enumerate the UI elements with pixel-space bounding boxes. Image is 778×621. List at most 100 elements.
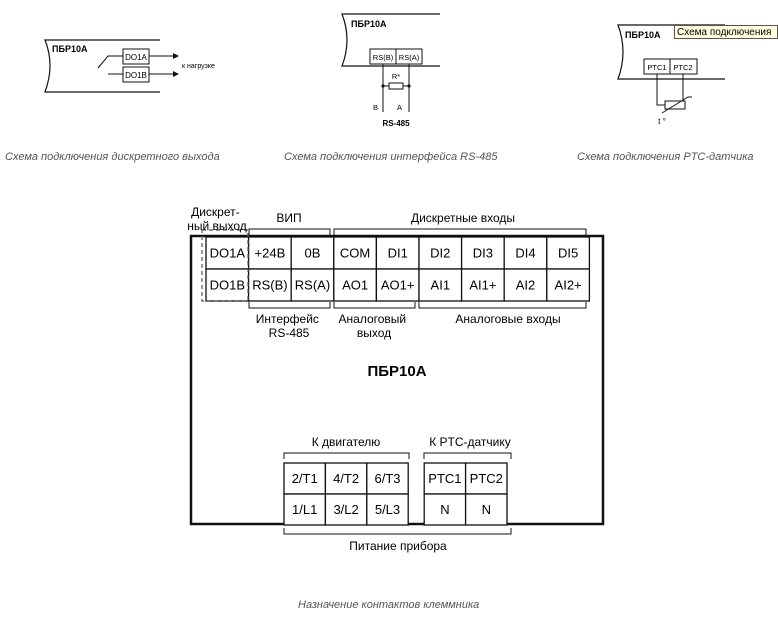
group-ptc-label: К PTC-датчику <box>429 435 511 449</box>
terminal-label-n: N <box>482 502 491 517</box>
terminal-cell <box>464 493 508 526</box>
bracket-motor <box>283 452 410 459</box>
terminal-cell <box>418 268 463 302</box>
terminal-label-ai1: AI1 <box>431 278 451 293</box>
terminal-label-rs-a: RS(A) <box>295 278 330 293</box>
terminal-cell <box>546 268 591 302</box>
terminal-label-0в: 0В <box>305 246 321 261</box>
device-name-label: ПБР10А <box>625 30 661 40</box>
terminal-cell <box>460 236 505 270</box>
sensor-label: t ° <box>658 117 666 126</box>
terminal-ptc2-label: PTC2 <box>673 63 692 72</box>
terminal-cell <box>375 236 420 270</box>
caption-terminal-assignment: Назначение контактов клеммника <box>298 599 480 611</box>
terminal-cell <box>460 268 505 302</box>
terminal-label-ptc1: PTC1 <box>428 471 461 486</box>
bottom-terminal-block: 2/T1 4/T2 6/T3 PTC1 PTC2 1/L1 3/L2 5/L3 N N <box>283 462 508 526</box>
ptc-diagram: ПБР10А PTC1 PTC2 t ° <box>617 24 725 126</box>
terminal-cell <box>366 462 409 495</box>
terminal-cell <box>290 236 335 270</box>
terminal-do1b-label: DO1B <box>125 71 147 80</box>
terminal-label-2-t1: 2/T1 <box>292 471 318 486</box>
group-analog-inputs-label: Аналоговые входы <box>455 312 560 326</box>
terminal-cell <box>423 493 467 526</box>
terminal-label-ao1: AO1+ <box>381 278 415 293</box>
line-a-label: A <box>397 103 402 112</box>
terminal-label-di3: DI3 <box>473 246 493 261</box>
terminal-label-di5: DI5 <box>558 246 578 261</box>
terminal-rsa-label: RS(A) <box>399 53 420 62</box>
terminal-label-di4: DI4 <box>515 246 535 261</box>
bracket-supply <box>283 528 512 535</box>
node-b <box>381 84 385 88</box>
terminal-label-ao1: AO1 <box>342 278 368 293</box>
rs485-diagram: ПБР10А RS(B) RS(A) R* B A RS-485 <box>341 13 440 128</box>
caption-ptc: Схема подключения PTC-датчика <box>577 151 754 163</box>
group-discrete-inputs-label: Дискретные входы <box>411 211 515 225</box>
terminal-cell <box>283 493 327 526</box>
device-body-outline <box>44 39 160 93</box>
terminal-cell <box>546 236 591 270</box>
device-name-center-label: ПБР10А <box>367 363 426 380</box>
terminal-label-com: COM <box>340 246 370 261</box>
device-name-label: ПБР10А <box>52 44 88 54</box>
terminal-ptc1-label: PTC1 <box>647 63 666 72</box>
terminal-cell <box>205 236 250 270</box>
line-b-label: B <box>373 103 378 112</box>
termination-resistor <box>388 82 404 90</box>
terminal-label-1-l1: 1/L1 <box>292 502 317 517</box>
bracket-ptc <box>423 452 512 459</box>
terminal-label-rs-b: RS(B) <box>252 278 287 293</box>
discrete-output-diagram: ПБР10А DO1A DO1B к нагрузке <box>44 39 215 93</box>
bracket-analog-inputs <box>418 302 587 309</box>
terminal-label-di2: DI2 <box>430 246 450 261</box>
terminal-rsb-label: RS(B) <box>373 53 394 62</box>
bracket-rs485 <box>248 302 331 309</box>
terminal-label-4-t2: 4/T2 <box>333 471 359 486</box>
terminal-label-3-l2: 3/L2 <box>333 502 358 517</box>
group-power-label: ВИП <box>276 211 301 225</box>
node-a <box>407 84 411 88</box>
device-name-label: ПБР10А <box>351 19 387 29</box>
discrete-output-highlight <box>201 229 249 302</box>
device-body-outline <box>341 13 440 67</box>
caption-rs485: Схема подключения интерфейса RS-485 <box>284 151 498 163</box>
group-analog-output-label: Аналоговый выход <box>339 312 410 340</box>
bracket-analog-output <box>333 302 416 309</box>
load-label: к нагрузке <box>182 63 215 70</box>
group-discrete-output-label: Дискрет- ный выход <box>187 205 247 233</box>
terminal-do1a-label: DO1A <box>125 53 147 62</box>
terminal-label-ai2: AI2 <box>516 278 536 293</box>
tooltip: Схема подключения <box>674 25 778 39</box>
relay-contact-line <box>97 55 123 75</box>
terminal-cell <box>503 268 548 302</box>
group-rs485-label: Интерфейс RS-485 <box>256 312 323 340</box>
terminal-label-ptc2: PTC2 <box>470 471 503 486</box>
resistor-label: R* <box>392 72 400 81</box>
terminal-cell <box>283 462 327 495</box>
thermistor-slash <box>661 96 692 114</box>
group-motor-label: К двигателю <box>312 435 381 449</box>
terminal-label-ai1: AI1+ <box>469 278 496 293</box>
bracket-power <box>248 228 331 235</box>
terminal-label-di1: DI1 <box>388 246 408 261</box>
terminal-label-ai2: AI2+ <box>555 278 582 293</box>
terminal-label-6-t3: 6/T3 <box>374 471 400 486</box>
terminal-label-5-l3: 5/L3 <box>375 502 400 517</box>
terminal-cell <box>290 268 335 302</box>
bus-label: RS-485 <box>382 119 410 128</box>
terminal-label-do1b: DO1B <box>210 278 245 293</box>
terminal-cell <box>247 268 292 302</box>
terminal-cell <box>205 268 250 302</box>
terminal-label-n: N <box>440 502 449 517</box>
terminal-label-24в: +24В <box>255 246 286 261</box>
device-body-outline <box>617 24 725 80</box>
caption-discrete-output: Схема подключения дискретного выхода <box>5 151 220 163</box>
group-supply-label: Питание прибора <box>349 539 447 553</box>
bracket-discrete-inputs <box>333 228 587 235</box>
terminal-label-do1a: DO1A <box>210 246 246 261</box>
terminal-cell <box>366 493 409 526</box>
